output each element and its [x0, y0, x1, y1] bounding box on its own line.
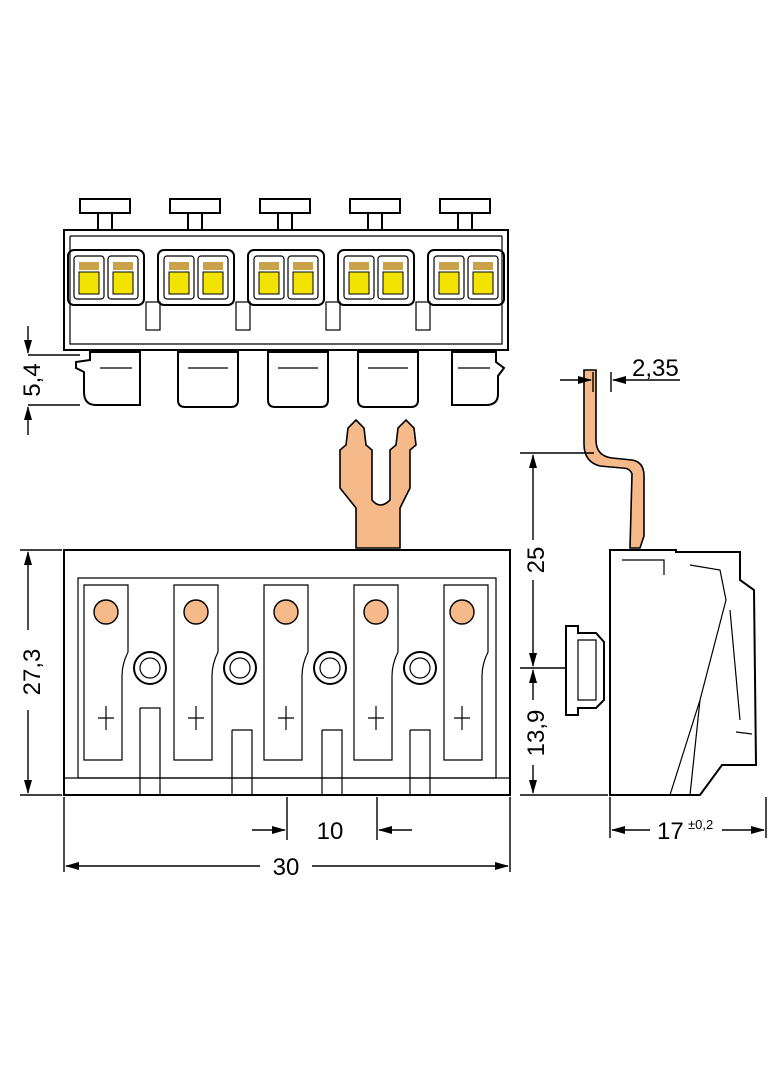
top-view — [63, 198, 509, 408]
dim-label-5-4: 5,4 — [19, 363, 46, 396]
top-view-feet — [75, 351, 506, 408]
side-latch — [565, 625, 605, 716]
keyhole-slots — [133, 651, 437, 685]
dim-label-17-tolerance: ±0,2 — [688, 817, 713, 832]
dim-label-27-3: 27,3 — [19, 649, 46, 696]
side-view — [565, 369, 758, 796]
dimension-lines — [20, 326, 767, 872]
dim-label-30: 30 — [273, 854, 300, 881]
dim-label-17: 17 — [657, 818, 684, 845]
terminal-contacts — [83, 584, 489, 761]
side-housing — [609, 549, 758, 796]
dim-label-10: 10 — [317, 818, 344, 845]
top-view-housing — [63, 229, 509, 351]
clamp-openings — [67, 249, 505, 331]
front-housing — [63, 549, 511, 796]
orange-pin — [339, 418, 417, 549]
dimension-labels: 5,4 2,35 25 27,3 13,9 10 30 17 ±0,2 — [19, 355, 713, 881]
dim-label-2-35: 2,35 — [632, 355, 679, 382]
bent-contact-pin — [583, 369, 645, 549]
dim-label-13-9: 13,9 — [523, 710, 550, 757]
dim-label-25: 25 — [523, 547, 550, 574]
front-view — [63, 418, 511, 796]
